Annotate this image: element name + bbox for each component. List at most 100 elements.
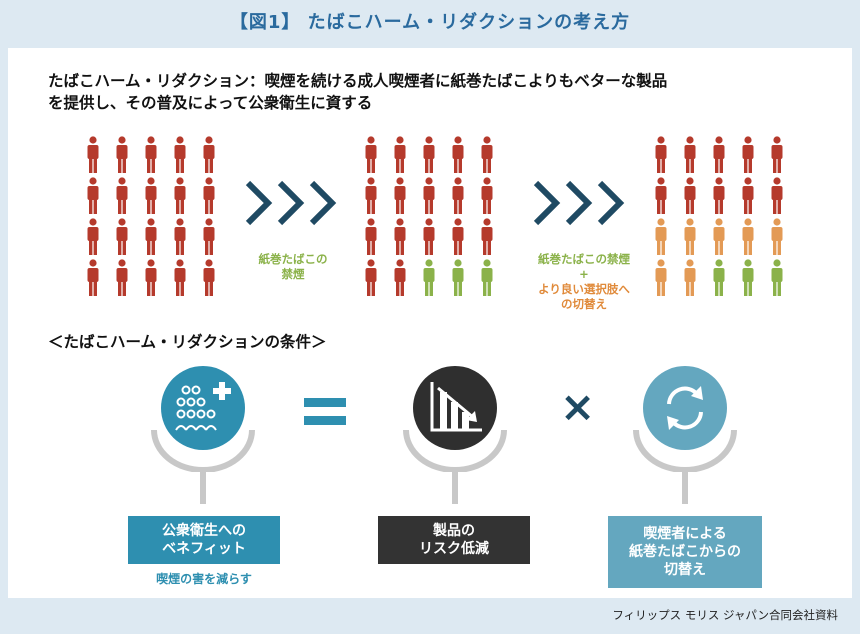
person-icon — [713, 177, 725, 214]
person-icon — [394, 136, 406, 173]
person-icon — [481, 218, 493, 255]
step1-caption-line1: 紙巻たばこの — [258, 252, 328, 266]
step2-caption-line2: より良い選択肢へ — [538, 282, 630, 296]
person-icon — [742, 177, 754, 214]
equals-sign-top — [304, 398, 346, 407]
chevron-icon — [245, 180, 273, 226]
person-icon — [87, 177, 99, 214]
person-icon — [684, 259, 696, 296]
person-icon — [452, 177, 464, 214]
person-icon — [481, 136, 493, 173]
step1-caption: 紙巻たばこの 禁煙 — [238, 252, 348, 282]
person-icon — [116, 177, 128, 214]
benefit-sublabel: 喫煙の害を減らす — [156, 572, 252, 586]
person-icon — [452, 218, 464, 255]
step2-caption-line1: 紙巻たばこの禁煙 — [538, 252, 630, 266]
person-icon — [145, 136, 157, 173]
step2-caption-plus: + — [579, 267, 589, 281]
risk-label-line2: リスク低減 — [419, 541, 489, 557]
headline: たばこハーム・リダクション：喫煙を続ける成人喫煙者に紙巻たばこよりもベターな製品… — [48, 70, 828, 114]
switch-label-line1: 喫煙者による — [643, 526, 727, 542]
population-after-switch — [654, 136, 794, 296]
switch-label-line3: 切替え — [664, 562, 706, 578]
person-icon — [365, 177, 377, 214]
switch-arrows-icon — [667, 386, 703, 430]
chevron-icon — [277, 180, 305, 226]
population-after-quit — [364, 136, 504, 296]
person-icon — [713, 218, 725, 255]
person-icon — [365, 136, 377, 173]
risk-stem — [452, 468, 458, 504]
person-icon — [87, 218, 99, 255]
person-icon — [423, 136, 435, 173]
person-icon — [116, 218, 128, 255]
person-icon — [713, 259, 725, 296]
person-icon — [116, 259, 128, 296]
person-icon — [742, 218, 754, 255]
person-icon — [116, 136, 128, 173]
person-icon — [742, 136, 754, 173]
chevron-arrows-2 — [533, 180, 625, 226]
person-icon — [655, 218, 667, 255]
section-title: ＜たばこハーム・リダクションの条件＞ — [48, 333, 327, 351]
risk-label-line1: 製品の — [433, 523, 475, 539]
person-icon — [145, 259, 157, 296]
people-plus-icon — [175, 382, 231, 431]
headline-line-1: たばこハーム・リダクション：喫煙を続ける成人喫煙者に紙巻たばこよりもベターな製品 — [48, 72, 668, 90]
benefit-stem — [200, 468, 206, 504]
person-icon — [655, 259, 667, 296]
person-icon — [771, 218, 783, 255]
benefit-holder-arc — [151, 429, 255, 472]
person-icon — [423, 177, 435, 214]
person-icon — [742, 259, 754, 296]
person-icon — [684, 177, 696, 214]
person-icon — [423, 218, 435, 255]
person-icon — [481, 259, 493, 296]
person-icon — [684, 218, 696, 255]
benefit-circle — [161, 366, 245, 450]
source-note: フィリップス モリス ジャパン合同会社資料 — [612, 608, 838, 622]
person-icon — [684, 136, 696, 173]
chevron-icon — [565, 180, 593, 226]
benefit-label: 公衆衛生への ベネフィット — [128, 516, 280, 564]
population-before — [86, 136, 226, 296]
person-icon — [713, 136, 725, 173]
person-icon — [481, 177, 493, 214]
person-icon — [145, 218, 157, 255]
risk-label: 製品の リスク低減 — [378, 516, 530, 564]
benefit-label-line1: 公衆衛生への — [162, 523, 246, 539]
switch-holder-arc — [633, 429, 737, 472]
person-icon — [87, 259, 99, 296]
person-icon — [174, 218, 186, 255]
step2-caption: 紙巻たばこの禁煙 + より良い選択肢へ の切替え — [516, 252, 652, 312]
switch-stem — [682, 468, 688, 504]
person-icon — [203, 136, 215, 173]
person-icon — [394, 177, 406, 214]
person-icon — [452, 259, 464, 296]
person-icon — [423, 259, 435, 296]
step2-caption-line3: の切替え — [561, 297, 607, 311]
multiply-sign: × — [560, 382, 596, 431]
person-icon — [174, 177, 186, 214]
switch-circle — [643, 366, 727, 450]
person-icon — [174, 259, 186, 296]
person-icon — [394, 218, 406, 255]
person-icon — [365, 218, 377, 255]
person-icon — [203, 218, 215, 255]
person-icon — [365, 259, 377, 296]
chevron-icon — [533, 180, 561, 226]
switch-label-line2: 紙巻たばこからの — [629, 544, 741, 560]
chevron-arrows-1 — [245, 180, 337, 226]
person-icon — [771, 177, 783, 214]
switch-label: 喫煙者による 紙巻たばこからの 切替え — [608, 516, 762, 588]
person-icon — [655, 177, 667, 214]
diagram-title: 【図1】 たばこハーム・リダクションの考え方 — [229, 12, 631, 33]
benefit-label-line2: ベネフィット — [162, 541, 246, 557]
declining-chart-icon — [430, 382, 482, 432]
chevron-icon — [309, 180, 337, 226]
person-icon — [771, 259, 783, 296]
person-icon — [394, 259, 406, 296]
headline-line-2: を提供し、その普及によって公衆衛生に資する — [48, 94, 373, 112]
risk-holder-arc — [403, 429, 507, 472]
person-icon — [145, 177, 157, 214]
